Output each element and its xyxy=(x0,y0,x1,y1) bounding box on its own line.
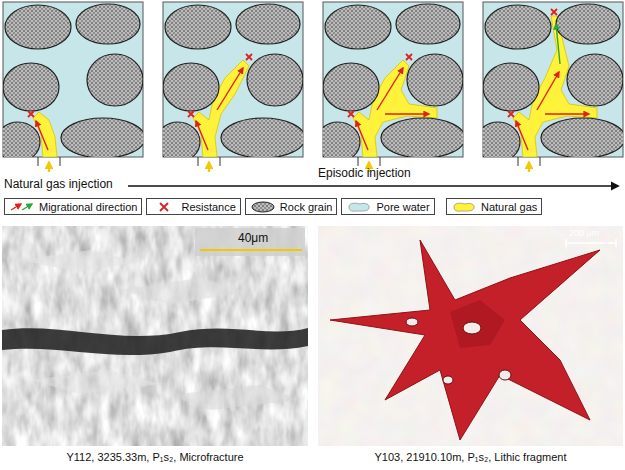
legend-item: Pore water xyxy=(341,198,434,215)
timeline-arrow xyxy=(128,185,618,186)
scale-label: 200 μm xyxy=(569,228,599,238)
scale-label: 40μm xyxy=(238,232,268,246)
pore-panel xyxy=(476,2,625,162)
legend-text: Rock grain xyxy=(280,201,333,213)
legend-text: Pore water xyxy=(376,201,429,213)
inlet-ticks xyxy=(38,157,540,166)
axis-label: Natural gas injection xyxy=(4,178,113,192)
pore-panel xyxy=(156,2,305,162)
injection-arrows xyxy=(49,162,529,172)
photo-caption: Y103, 21910.10m, P₁s₂, Lithic fragment xyxy=(318,451,623,464)
pore-panel xyxy=(316,2,465,162)
legend-item: Migrational direction xyxy=(4,198,142,215)
pore-panel xyxy=(0,2,145,162)
sem-photo xyxy=(2,226,308,446)
legend-sample xyxy=(346,201,372,213)
thin-section-photo xyxy=(318,226,623,446)
photo-caption: Y112, 3235.33m, P₁s₂, Microfracture xyxy=(2,451,308,464)
legend-text: Migrational direction xyxy=(39,201,137,213)
legend-sample xyxy=(151,201,177,213)
legend-swatch xyxy=(349,203,369,211)
legend-sample xyxy=(9,201,35,213)
legend-text: Natural gas xyxy=(481,201,537,213)
axis-label: Episodic injection xyxy=(318,167,411,181)
legend-sample xyxy=(250,201,276,213)
legend-text: Resistance xyxy=(181,201,235,213)
legend-swatch xyxy=(454,203,474,211)
legend-item: Natural gas xyxy=(446,198,542,215)
legend-sample xyxy=(451,201,477,213)
legend-item: Rock grain xyxy=(245,198,338,215)
legend-item: Resistance xyxy=(146,198,240,215)
